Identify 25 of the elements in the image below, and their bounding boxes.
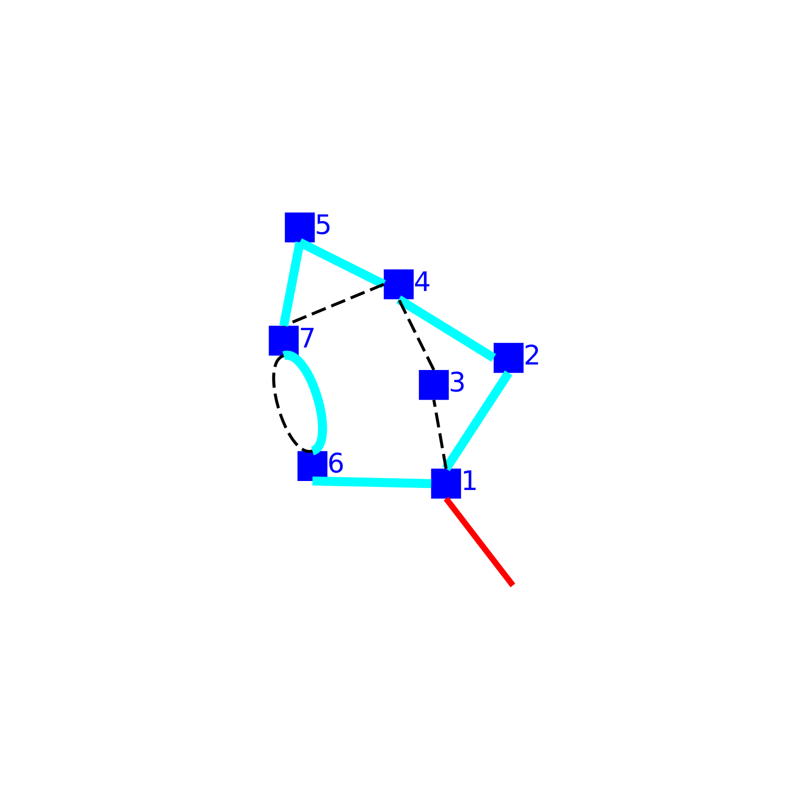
connector [443,496,515,588]
connector [442,370,512,472]
connector [278,242,304,327]
node-box [418,370,448,400]
connector [283,351,326,455]
node-box [296,451,327,481]
node-label: 3 [448,368,466,399]
node-box [430,468,461,499]
connector [282,282,384,328]
node-box [383,269,414,300]
connector [396,295,496,362]
connector [312,476,431,488]
node-box [493,342,524,373]
node-label: 7 [298,323,316,354]
node-box [284,212,314,242]
connector [272,354,312,453]
connector [297,238,386,288]
node-label: 2 [523,340,540,372]
connector [432,400,448,469]
node-label: 5 [314,210,332,242]
node-box [268,326,298,356]
node-label: 6 [326,448,344,480]
connector [396,298,435,371]
node-label: 1 [460,466,478,498]
node-label: 4 [413,266,430,298]
